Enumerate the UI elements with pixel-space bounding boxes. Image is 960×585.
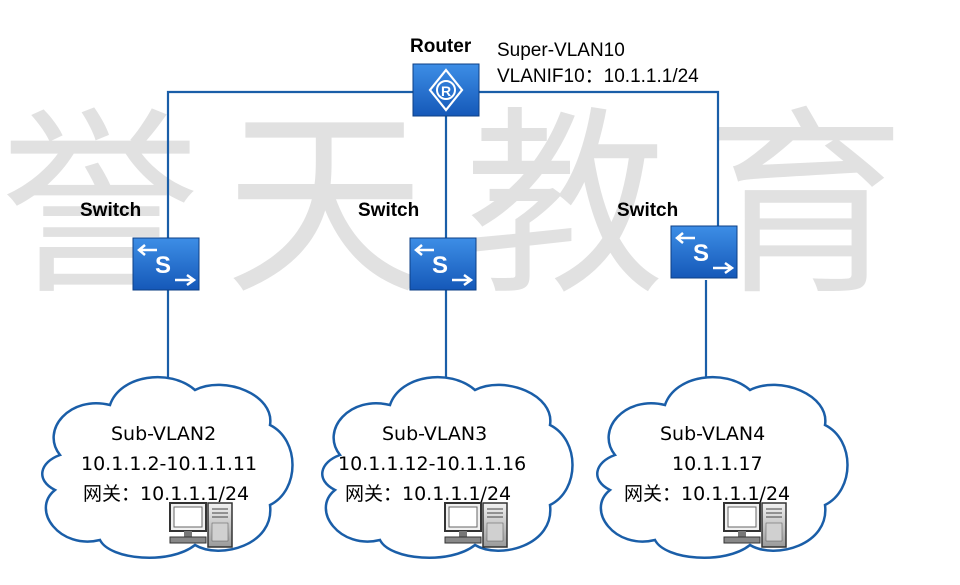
cloud-range-label: 10.1.1.17 bbox=[672, 453, 763, 475]
router[interactable]: Router Super-VLAN10 VLANIF10：10.1.1.1/24… bbox=[410, 36, 699, 117]
cloud-vlan-label: Sub-VLAN3 bbox=[382, 423, 487, 445]
switch-icon[interactable] bbox=[408, 236, 478, 292]
cloud-vlan-label: Sub-VLAN2 bbox=[111, 423, 216, 445]
cloud-shape bbox=[321, 375, 574, 559]
router-icon[interactable]: R bbox=[412, 63, 480, 117]
cloud-subvlan3: Sub-VLAN3 10.1.1.12-10.1.1.16 网关：10.1.1.… bbox=[321, 375, 574, 559]
switch-label: Switch bbox=[358, 200, 419, 221]
router-label: Router bbox=[410, 36, 472, 57]
cloud-gateway-label: 网关：10.1.1.1/24 bbox=[624, 483, 790, 505]
watermark-char: 育 bbox=[705, 90, 905, 323]
switch-icon[interactable] bbox=[669, 224, 739, 280]
watermark-char: 天 bbox=[225, 90, 425, 323]
switch-1[interactable]: Switch bbox=[80, 200, 201, 292]
switch-2[interactable]: Switch bbox=[358, 200, 478, 292]
switch-label: Switch bbox=[617, 200, 678, 221]
svg-text:R: R bbox=[441, 83, 451, 99]
switch-label: Switch bbox=[80, 200, 141, 221]
pc-icon bbox=[169, 502, 233, 548]
cloud-range-label: 10.1.1.12-10.1.1.16 bbox=[338, 453, 526, 475]
switch-icon[interactable] bbox=[131, 236, 201, 292]
router-vlan-label: Super-VLAN10 bbox=[497, 40, 625, 61]
watermark: 誉 天 教 育 bbox=[0, 90, 905, 323]
cloud-gateway-label: 网关：10.1.1.1/24 bbox=[345, 483, 511, 505]
pc-icon bbox=[444, 502, 508, 548]
router-interface-label: VLANIF10：10.1.1.1/24 bbox=[497, 66, 699, 87]
watermark-char: 教 bbox=[465, 90, 665, 323]
cloud-gateway-label: 网关：10.1.1.1/24 bbox=[83, 483, 249, 505]
cloud-subvlan2: Sub-VLAN2 10.1.1.2-10.1.1.11 网关：10.1.1.1… bbox=[41, 375, 294, 559]
link-router-switch1 bbox=[166, 90, 415, 240]
cloud-range-label: 10.1.1.2-10.1.1.11 bbox=[81, 453, 257, 475]
cloud-vlan-label: Sub-VLAN4 bbox=[660, 423, 765, 445]
switch-3[interactable]: Switch bbox=[617, 200, 739, 280]
links bbox=[166, 90, 720, 380]
pc-icon bbox=[723, 502, 787, 548]
cloud-subvlan4: Sub-VLAN4 10.1.1.17 网关：10.1.1.1/24 bbox=[596, 375, 849, 559]
link-router-switch3 bbox=[478, 90, 720, 228]
